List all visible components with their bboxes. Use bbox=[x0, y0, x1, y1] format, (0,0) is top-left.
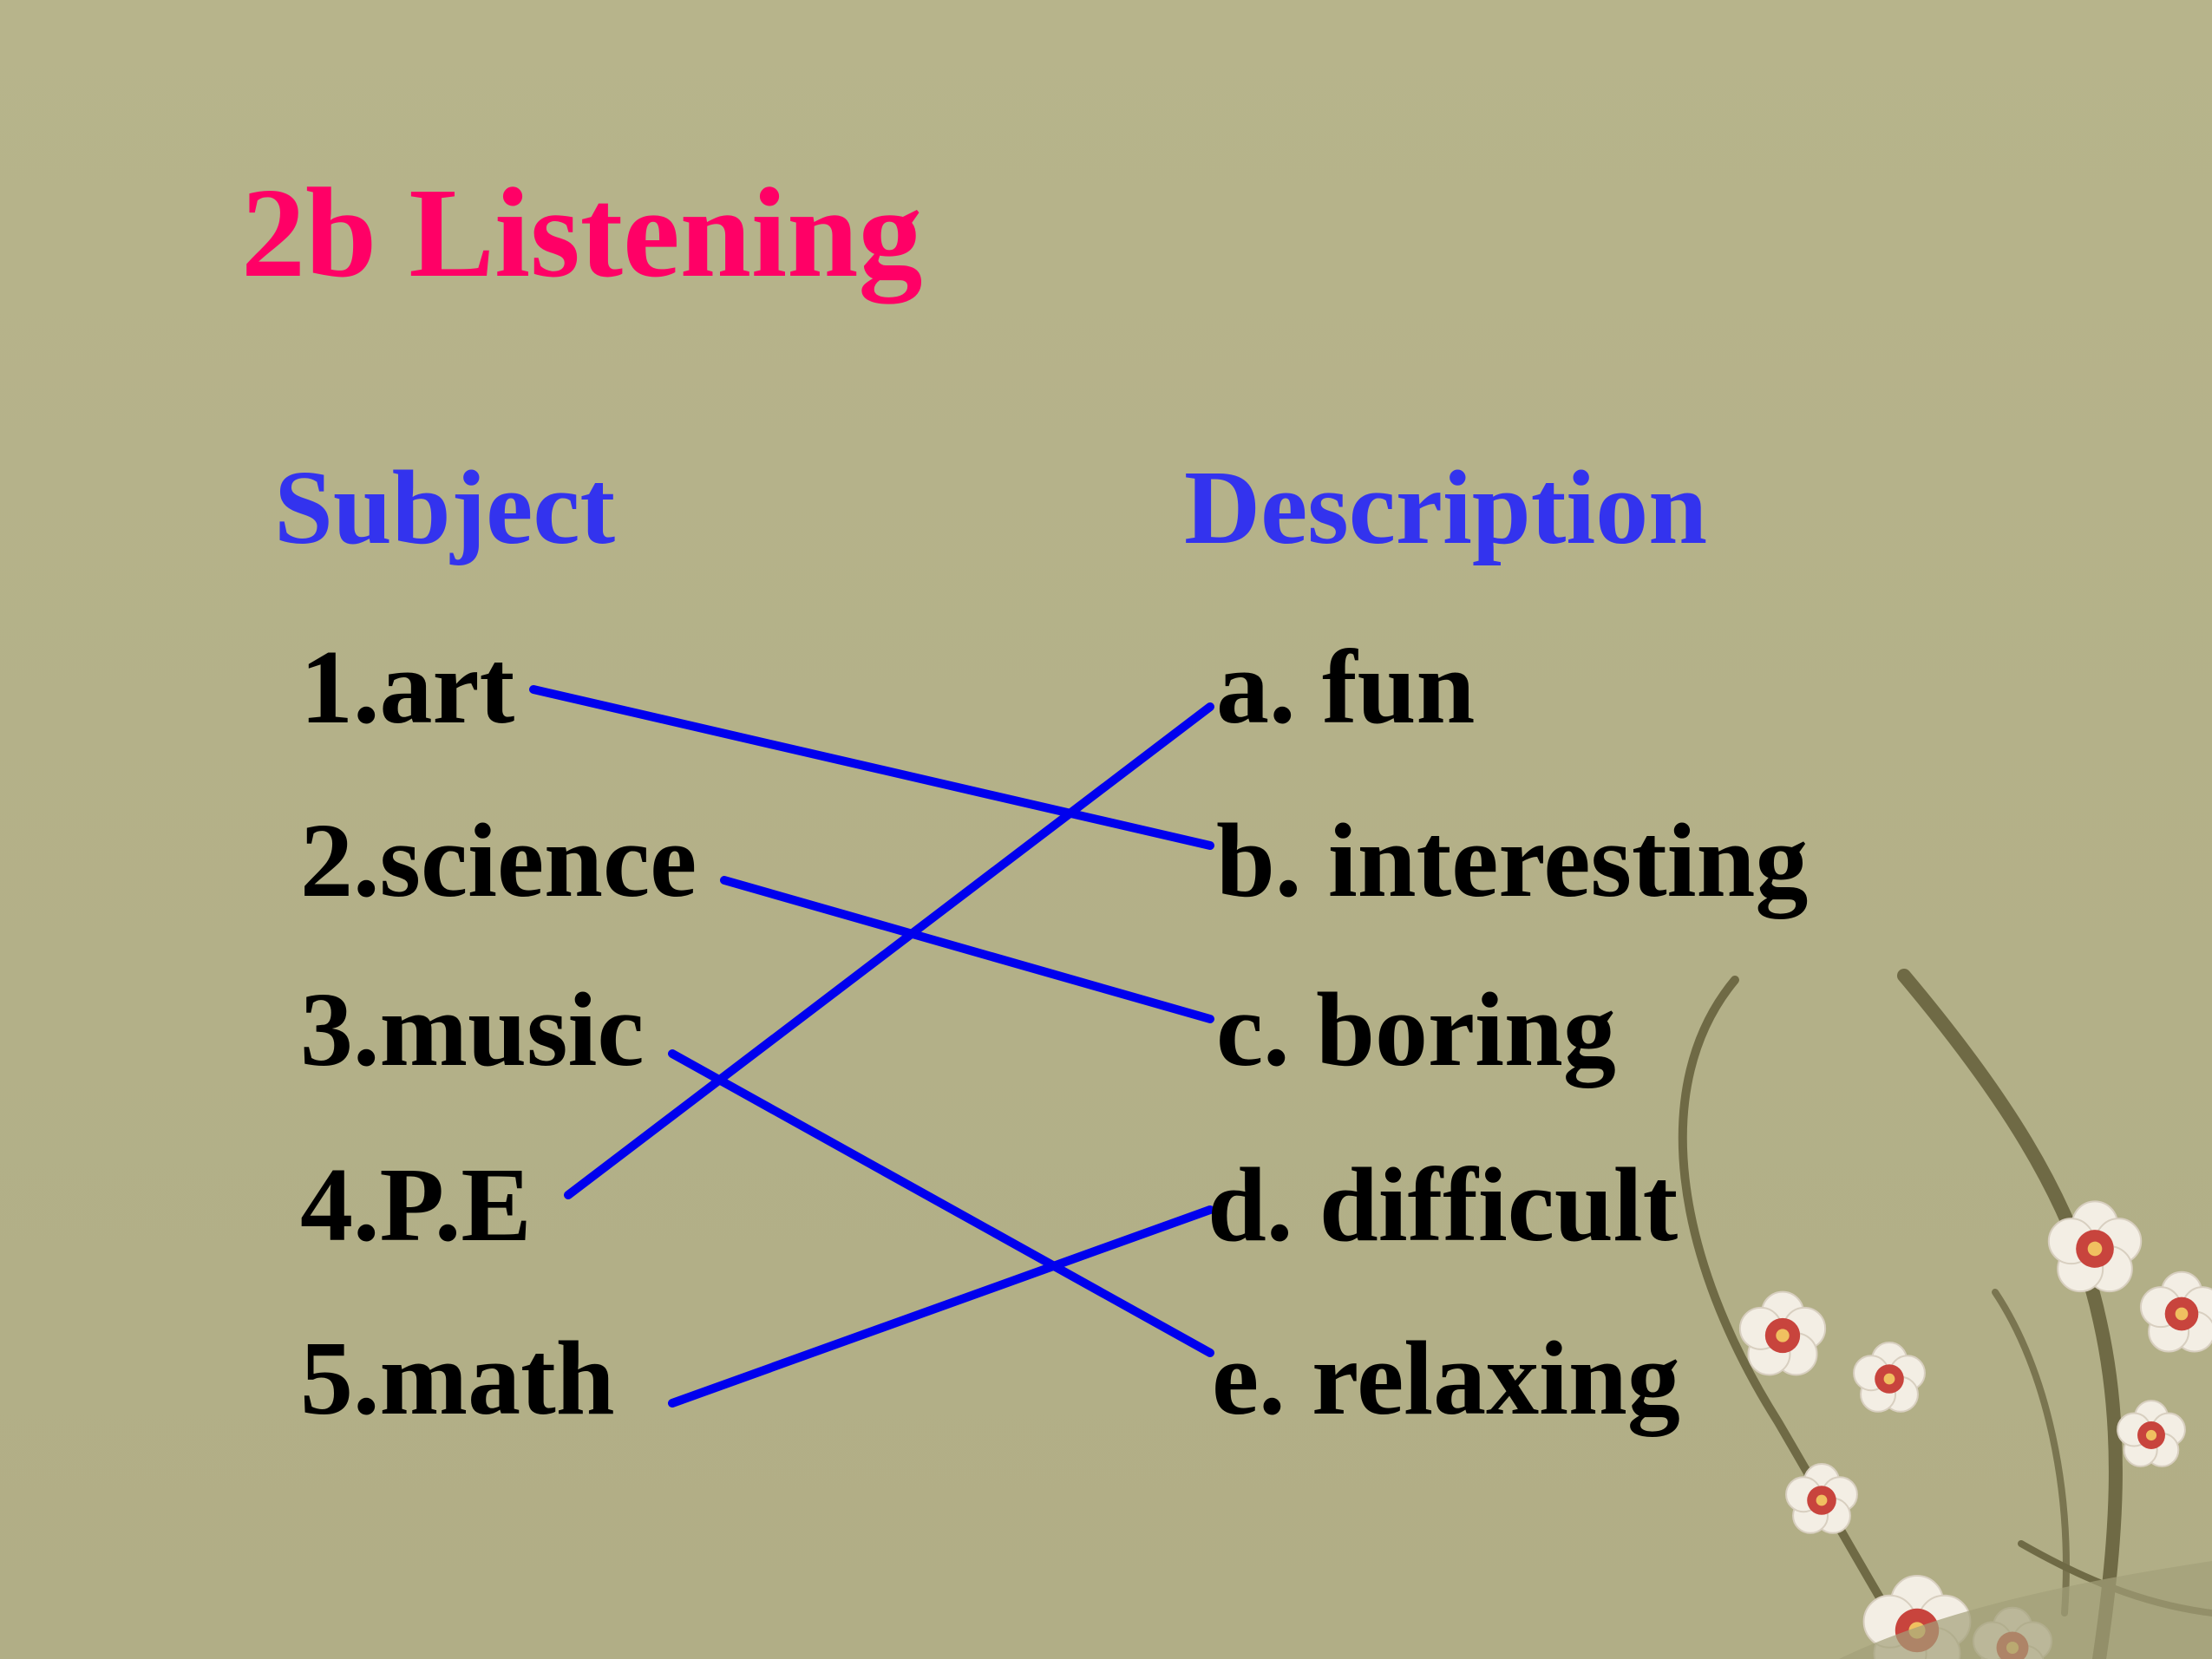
description-item-boring: c. boring bbox=[1216, 971, 1616, 1088]
description-item-difficult: d. difficult bbox=[1207, 1146, 1679, 1264]
blossom-icon bbox=[1738, 1290, 1827, 1376]
subject-item-music: 3.music bbox=[300, 971, 645, 1088]
match-line bbox=[529, 685, 1214, 850]
match-line bbox=[564, 702, 1214, 1199]
subject-header: Subject bbox=[274, 449, 616, 566]
blossom-icon bbox=[2139, 1270, 2212, 1353]
match-line bbox=[668, 1049, 1214, 1357]
description-item-interesting: b. interesting bbox=[1216, 802, 1809, 919]
description-item-relaxing: e. relaxing bbox=[1212, 1320, 1680, 1437]
blossom-icon bbox=[1785, 1463, 1858, 1534]
subject-item-pe: 4.P.E bbox=[300, 1146, 532, 1264]
blossom-icon bbox=[2047, 1200, 2143, 1293]
blossom-icon bbox=[2117, 1400, 2186, 1467]
slide-title: 2b Listening bbox=[241, 162, 923, 304]
description-header: Description bbox=[1184, 449, 1708, 566]
match-line bbox=[720, 876, 1214, 1023]
subject-item-science: 2.science bbox=[300, 802, 697, 919]
blossom-icon bbox=[1853, 1342, 1926, 1413]
match-line bbox=[668, 1205, 1214, 1408]
description-item-fun: a. fun bbox=[1216, 629, 1476, 746]
subject-item-math: 5.math bbox=[300, 1320, 615, 1437]
subject-item-art: 1.art bbox=[300, 629, 515, 746]
